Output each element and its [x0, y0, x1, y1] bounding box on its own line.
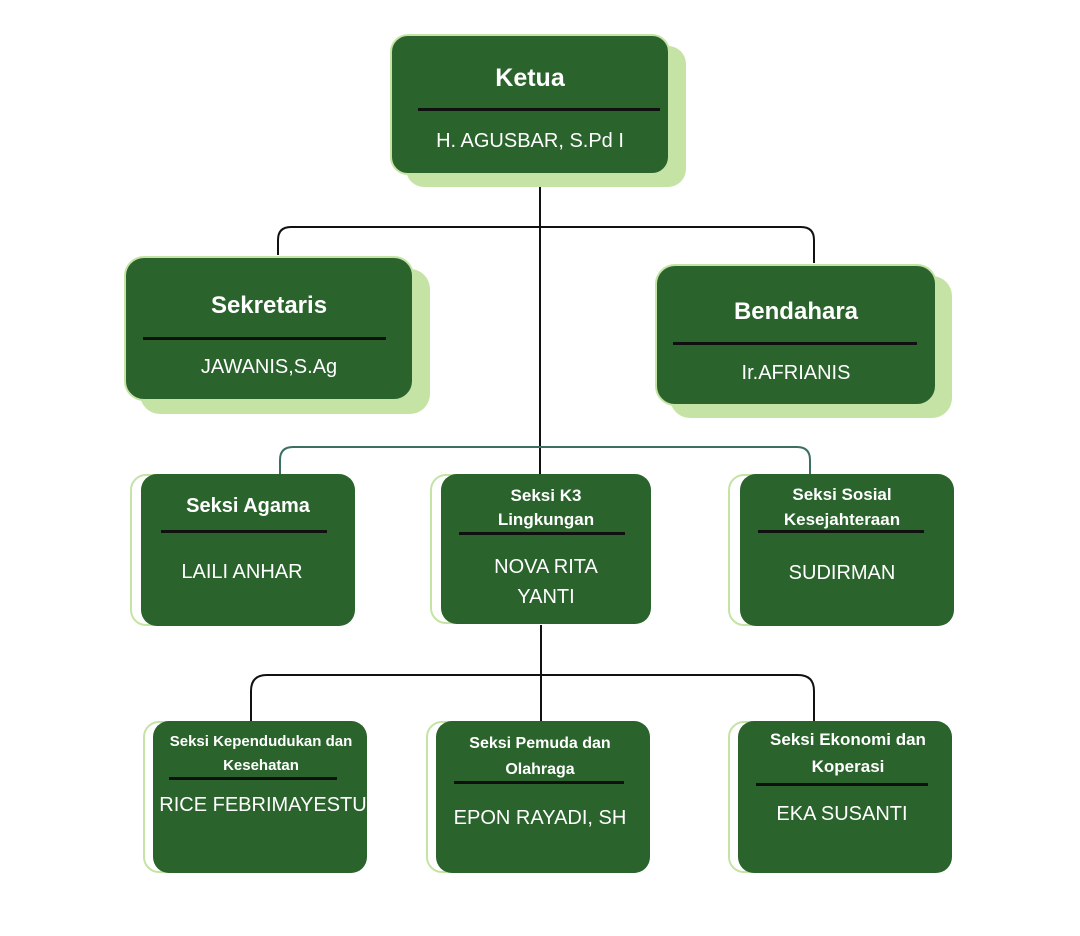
node-ketua-title: Ketua	[495, 64, 565, 92]
node-sekretaris-rule	[143, 337, 386, 340]
node-sekretaris-title: Sekretaris	[210, 292, 328, 319]
node-seksi-agama-rule	[161, 530, 327, 533]
node-seksi-pemuda-rule	[454, 781, 624, 784]
node-seksi-sosial-rule	[758, 530, 924, 533]
node-seksi-kependudukan-name: RICE FEBRIMAYESTU	[159, 794, 367, 816]
node-seksi-ekonomi-title: Seksi Ekonomi dan Koperasi	[770, 730, 926, 776]
node-ketua: Ketua H. AGUSBAR, S.Pd I	[390, 34, 690, 189]
node-seksi-k3-rule	[459, 532, 625, 535]
node-seksi-kependudukan-title: Seksi Kependudukan dan Kesehatan	[169, 733, 353, 774]
node-seksi-sosial-name: SUDIRMAN	[788, 562, 896, 584]
connector-level-4	[250, 674, 815, 722]
node-ketua-rule	[418, 108, 660, 111]
node-seksi-agama: Seksi Agama LAILI ANHAR	[130, 474, 358, 630]
connector-level-2	[277, 226, 815, 263]
node-bendahara-name: Ir.AFRIANIS	[741, 362, 851, 384]
node-seksi-agama-title: Seksi Agama	[186, 495, 310, 517]
node-seksi-k3-title: Seksi K3 Lingkungan	[497, 486, 595, 529]
node-seksi-k3-name: NOVA RITA YANTI	[494, 556, 598, 608]
node-seksi-sosial: Seksi Sosial Kesejahteraan SUDIRMAN	[728, 474, 956, 630]
node-seksi-sosial-title: Seksi Sosial Kesejahteraan	[783, 485, 901, 529]
node-seksi-ekonomi-name: EKA SUSANTI	[776, 803, 908, 825]
node-bendahara: Bendahara Ir.AFRIANIS	[655, 264, 955, 422]
connector-level-3	[279, 446, 811, 474]
node-seksi-ekonomi-rule	[756, 783, 928, 786]
node-seksi-kependudukan: Seksi Kependudukan dan Kesehatan RICE FE…	[143, 721, 369, 877]
node-sekretaris-name: JAWANIS,S.Ag	[200, 356, 338, 378]
node-seksi-ekonomi: Seksi Ekonomi dan Koperasi EKA SUSANTI	[728, 721, 954, 877]
node-sekretaris: Sekretaris JAWANIS,S.Ag	[124, 256, 434, 416]
node-ketua-name: H. AGUSBAR, S.Pd I	[436, 130, 624, 152]
node-seksi-k3: Seksi K3 Lingkungan NOVA RITA YANTI	[430, 474, 652, 628]
node-bendahara-rule	[673, 342, 917, 345]
node-seksi-kependudukan-rule	[169, 777, 337, 780]
node-seksi-pemuda: Seksi Pemuda dan Olahraga EPON RAYADI, S…	[426, 721, 652, 877]
node-bendahara-title: Bendahara	[733, 298, 859, 325]
node-seksi-pemuda-title: Seksi Pemuda dan Olahraga	[469, 735, 611, 778]
node-seksi-pemuda-name: EPON RAYADI, SH	[453, 807, 627, 829]
node-seksi-agama-name: LAILI ANHAR	[181, 561, 303, 583]
